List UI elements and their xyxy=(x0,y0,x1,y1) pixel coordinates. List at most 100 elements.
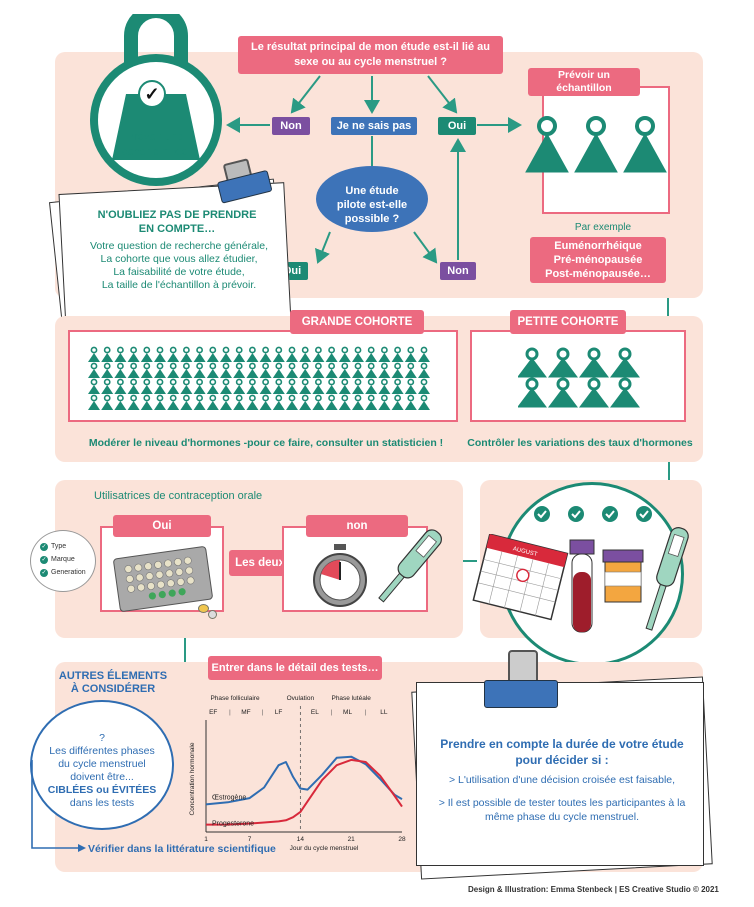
person-icon xyxy=(391,362,404,378)
phase-label: LL xyxy=(380,709,388,716)
non-label: non xyxy=(306,515,408,537)
person-icon xyxy=(180,346,193,362)
person-icon xyxy=(286,394,298,410)
note-line: La faisabilité de votre étude, xyxy=(113,266,245,278)
person-icon xyxy=(154,394,166,410)
x-tick-label: 1 xyxy=(204,836,208,843)
person-icon xyxy=(101,346,114,362)
phase-separator: | xyxy=(262,710,264,716)
person-icon xyxy=(299,394,312,410)
petite-cohorte-label: PETITE COHORTE xyxy=(510,310,626,334)
person-icon xyxy=(88,378,100,394)
entrer-label: Entrer dans le détail des tests… xyxy=(208,656,382,680)
phases-emphasis: CIBLÉES ou ÉVITÉES xyxy=(47,784,157,796)
loose-pill-icon xyxy=(198,604,209,613)
person-icon xyxy=(246,378,259,394)
phases-line: du cycle menstruel xyxy=(58,758,146,770)
series-line-oestrogen xyxy=(205,755,403,806)
person-icon xyxy=(127,346,140,362)
person-icon xyxy=(233,378,246,394)
je-ne-sais-pas-chip: Je ne sais pas xyxy=(331,117,417,135)
person-icon xyxy=(154,378,166,394)
person-icon xyxy=(154,362,166,378)
example-item: Post-ménopausée… xyxy=(545,268,651,280)
pilot-non-chip: Non xyxy=(440,262,476,280)
person-icon xyxy=(88,346,100,362)
person-icon xyxy=(338,362,351,378)
duration-title: Prendre en compte la durée de votre étud… xyxy=(440,737,684,767)
person-icon xyxy=(167,378,180,394)
person-icon xyxy=(286,378,298,394)
person-icon xyxy=(338,394,351,410)
person-icon xyxy=(114,378,127,394)
par-exemple: Par exemple xyxy=(574,222,632,233)
legend-label: Generation xyxy=(51,569,86,576)
note-line: La taille de l'échantillon à prévoir. xyxy=(101,279,257,291)
phase-separator: | xyxy=(229,710,231,716)
person-icon xyxy=(88,362,100,378)
phases-text: ? Les différentes phases du cycle menstr… xyxy=(38,732,166,810)
contraception-title: Utilisatrices de contraception orale xyxy=(94,490,263,502)
person-icon xyxy=(180,362,193,378)
duration-paper xyxy=(416,682,704,866)
person-icon xyxy=(206,378,219,394)
person-icon xyxy=(220,378,232,394)
person-icon xyxy=(167,346,180,362)
person-icon xyxy=(193,346,206,362)
check-icon: ✓ xyxy=(40,543,48,551)
person-icon xyxy=(220,362,232,378)
person-icon xyxy=(246,362,259,378)
person-icon xyxy=(206,394,219,410)
person-icon xyxy=(418,394,430,410)
legend-list: ✓Type ✓Marque ✓Generation xyxy=(40,540,86,579)
person-icon xyxy=(206,362,219,378)
phase-separator: | xyxy=(331,710,333,716)
mixed-cohort-badge xyxy=(90,14,222,186)
person-icon xyxy=(180,394,193,410)
y-axis-label: Concentration hormonale xyxy=(189,742,196,815)
x-tick-label: 21 xyxy=(348,836,356,843)
non-chip: Non xyxy=(272,117,310,135)
person-icon xyxy=(220,394,232,410)
person-icon xyxy=(101,394,114,410)
series-line-progesterone xyxy=(206,758,403,826)
phase-label: ML xyxy=(343,709,352,716)
person-icon xyxy=(233,394,246,410)
series-label: Œstrogène xyxy=(212,795,246,802)
person-icon xyxy=(338,378,351,394)
mixed-check-icon: ✓ xyxy=(138,80,166,108)
petite-cohorte-caption: Contrôler les variations des taux d'horm… xyxy=(467,437,693,449)
person-icon xyxy=(286,362,298,378)
phase-group-label: Ovulation xyxy=(287,695,315,702)
person-icon xyxy=(299,346,312,362)
binder-clip-icon xyxy=(484,650,558,710)
example-item: Euménorrhéique xyxy=(554,240,642,252)
person-icon xyxy=(272,378,285,394)
person-icon xyxy=(140,394,153,410)
person-icon xyxy=(325,394,338,410)
example-item: Pré-ménopausée xyxy=(553,254,643,266)
phase-group-label: Phase folliculaire xyxy=(210,695,260,702)
person-icon xyxy=(418,346,430,362)
phase-label: EL xyxy=(311,709,319,716)
person-icon xyxy=(101,362,114,378)
person-icon xyxy=(272,394,285,410)
person-icon xyxy=(233,346,246,362)
person-icon xyxy=(352,362,364,378)
check-icon: ✓ xyxy=(40,556,48,564)
person-icon xyxy=(246,394,259,410)
check-icon: ✓ xyxy=(40,569,48,577)
person-icon xyxy=(286,346,298,362)
person-icon xyxy=(127,378,140,394)
sample-cup-icon xyxy=(602,549,644,603)
person-icon xyxy=(127,362,140,378)
x-tick-label: 14 xyxy=(297,836,305,843)
legend-label: Type xyxy=(51,543,67,550)
person-icon xyxy=(233,362,246,378)
phases-line: Les différentes phases xyxy=(49,745,155,757)
series-label: Progesterone xyxy=(212,820,254,827)
pilot-oval: Une étude pilote est-elle possible ? xyxy=(316,166,428,232)
person-icon xyxy=(391,378,404,394)
person-icon xyxy=(312,362,325,378)
